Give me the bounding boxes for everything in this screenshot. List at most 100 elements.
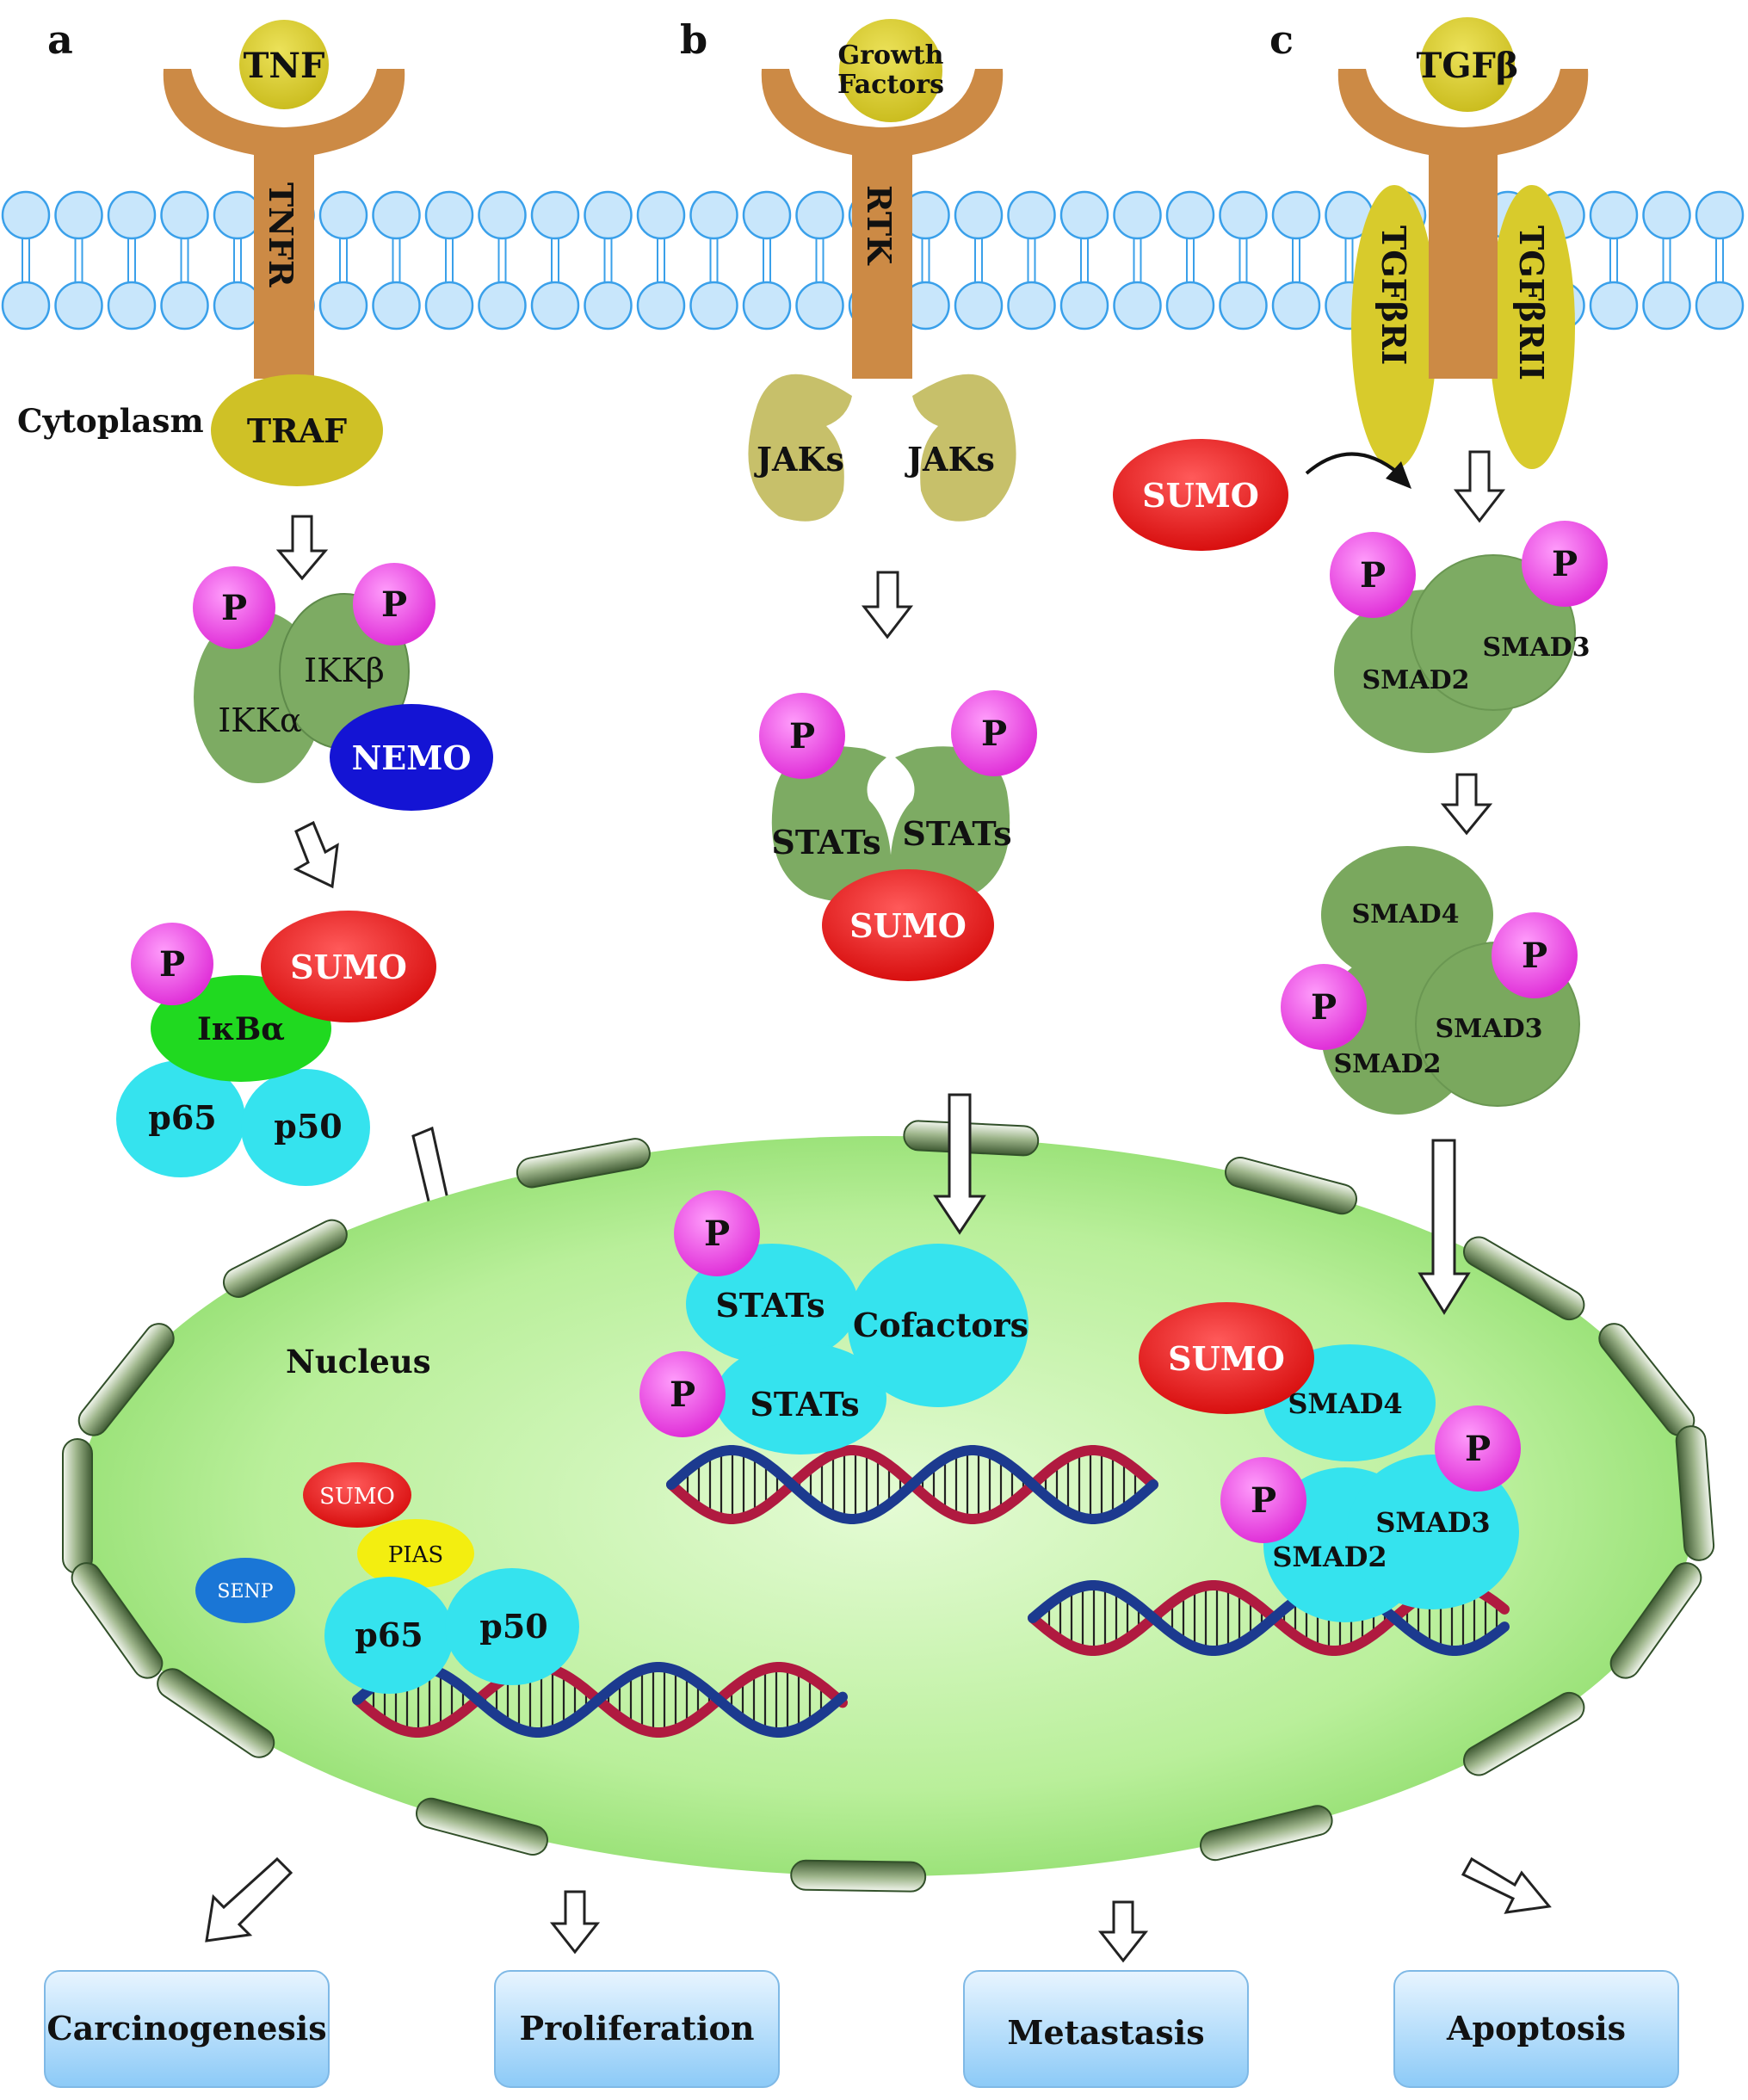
tgfbr1-label: TGFβRI <box>1374 225 1413 365</box>
lipid-head <box>530 281 580 330</box>
panel-label-c: c <box>1269 16 1294 63</box>
cytoplasm-label: Cytoplasm <box>17 402 204 440</box>
tnfr-label: TNFR <box>262 182 300 287</box>
nuclear-pore <box>71 1562 164 1679</box>
lipid-head <box>478 281 527 330</box>
lipid-head <box>1642 281 1691 330</box>
lipid-head <box>1219 190 1268 240</box>
lipid-head <box>1165 281 1215 330</box>
ikba-p-label: P <box>159 944 185 985</box>
dna-helix <box>666 1445 1158 1524</box>
lipid-head <box>1 190 51 240</box>
sumo-nuc-c-label: SUMO <box>1168 1339 1285 1378</box>
lipid-head <box>160 281 209 330</box>
lipid-head <box>742 281 792 330</box>
outcome-proliferation: Proliferation <box>494 1970 780 2088</box>
ikk-p2-label: P <box>381 584 407 625</box>
lipid-head <box>1007 281 1056 330</box>
nucleus-label: Nucleus <box>286 1343 431 1380</box>
nuclear-pore <box>62 1438 93 1574</box>
arrow-carcinogenesis <box>205 1856 293 1942</box>
lipid-head <box>54 281 103 330</box>
stats-nuc-p1: P <box>704 1214 730 1254</box>
sumo-nuclear-a <box>303 1462 411 1528</box>
lipid-head <box>372 190 421 240</box>
arrow-a2 <box>293 820 339 889</box>
lipid-head <box>954 190 1004 240</box>
ikk-complex <box>193 563 493 811</box>
phospho-smad-nuclear-left <box>1220 1457 1306 1543</box>
phospho-stats-nuclear-2 <box>639 1351 726 1437</box>
lipid-head <box>424 190 474 240</box>
nemo-protein <box>330 704 493 811</box>
lipid-head <box>1589 281 1639 330</box>
nuclear-pore <box>1225 1157 1357 1215</box>
lipid-head <box>1219 281 1268 330</box>
phospho-stats-left <box>759 693 845 779</box>
lipid-head <box>1642 190 1691 240</box>
phospho-smad-nuclear-right <box>1435 1405 1521 1492</box>
lipid-head <box>1271 281 1321 330</box>
lipid-head <box>1165 190 1215 240</box>
p65-nuclear <box>324 1577 454 1694</box>
ikba-sumo-label: SUMO <box>290 948 407 986</box>
lipid-head <box>1059 281 1109 330</box>
pias-label: PIAS <box>388 1542 443 1568</box>
phospho-ikka <box>193 566 275 649</box>
stats-nuclear-lower <box>714 1343 886 1455</box>
sumo-nuclear-c <box>1139 1302 1314 1414</box>
lipid-head <box>1271 190 1321 240</box>
lipid-head <box>530 190 580 240</box>
smad-pair-smad2: SMAD2 <box>1362 665 1469 695</box>
growth-factor-ligand <box>839 19 942 122</box>
nuclear-pore <box>1463 1236 1585 1321</box>
lipid-head <box>795 281 844 330</box>
nuclear-pore <box>1200 1805 1333 1862</box>
p65-cytoplasmic <box>116 1060 245 1177</box>
nuclear-pore <box>1463 1691 1585 1776</box>
lipid-head <box>1695 281 1745 330</box>
tgfb-ligand <box>1420 17 1515 112</box>
smad-pair <box>1330 521 1608 753</box>
lipid-head <box>318 190 368 240</box>
panel-label-b: b <box>680 16 707 63</box>
lipid-head <box>318 281 368 330</box>
trimer-smad3: SMAD3 <box>1435 1014 1542 1044</box>
growth-label-2: Factors <box>837 70 944 100</box>
phospho-trimer-left <box>1281 964 1367 1050</box>
arrow-b2 <box>933 1093 986 1235</box>
proliferation-label: Proliferation <box>520 2009 755 2048</box>
lipid-head <box>742 190 792 240</box>
outcome-metastasis: Metastasis <box>963 1970 1249 2088</box>
nuclear-pore <box>77 1323 175 1436</box>
nuclear-pore <box>790 1859 927 1893</box>
lipid-head <box>795 190 844 240</box>
stats-p1-label: P <box>789 716 815 757</box>
tgfbr2-label: TGFβRII <box>1512 225 1551 380</box>
lipid-head <box>584 281 633 330</box>
stats-right-label: STATs <box>902 814 1011 853</box>
smad-nuc-p2: P <box>1465 1429 1491 1469</box>
lipid-head <box>1695 190 1745 240</box>
lipid-head <box>424 281 474 330</box>
lipid-head <box>1113 190 1162 240</box>
arrow-b1 <box>861 571 914 639</box>
stats-nuc-1-label: STATs <box>715 1286 825 1325</box>
stats-nuc-2-label: STATs <box>750 1385 859 1424</box>
nuclear-pore <box>223 1219 348 1298</box>
tgfb-receptor-core <box>1337 69 1589 379</box>
lipid-head <box>689 190 738 240</box>
panel-label-a: a <box>47 16 73 63</box>
ikka-label: IKKα <box>218 701 301 739</box>
nuclear-pore <box>516 1138 651 1189</box>
smad3-nuc-label: SMAD3 <box>1375 1506 1490 1539</box>
p65-nuclear-label: p65 <box>355 1615 423 1654</box>
smad-trimer <box>1281 846 1580 1115</box>
pias-protein <box>357 1519 474 1588</box>
lipid-head <box>584 190 633 240</box>
lipid-head <box>1589 190 1639 240</box>
stats-dimer <box>759 690 1037 981</box>
trimer-p2: P <box>1522 936 1547 976</box>
cofactors-protein <box>848 1244 1028 1407</box>
